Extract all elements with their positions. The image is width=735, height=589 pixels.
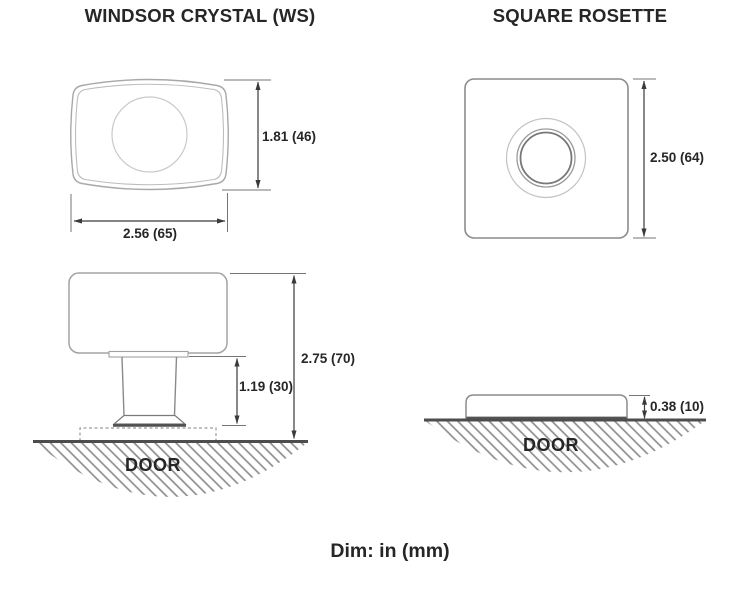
- rosette-front-dimensions: [633, 78, 656, 239]
- dimension-units-note: Dim: in (mm): [330, 540, 450, 562]
- rosette-side-dimensions: [629, 395, 650, 419]
- windsor-front-height-dim: 1.81 (46): [261, 129, 317, 144]
- door-label-left: DOOR: [125, 455, 181, 475]
- door-label-right: DOOR: [523, 435, 579, 455]
- windsor-front-drawing: [70, 78, 229, 191]
- windsor-side-projection-dim: 1.19 (30): [238, 379, 294, 394]
- rosette-side-thickness-dim: 0.38 (10): [649, 399, 705, 414]
- rosette-front-size-dim: 2.50 (64): [649, 150, 705, 165]
- door-section-right: [424, 418, 706, 473]
- rosette-side-drawing: [465, 394, 628, 419]
- rosette-front-drawing: [464, 78, 629, 239]
- windsor-front-dimensions: [70, 79, 271, 232]
- door-section-left: [33, 440, 308, 497]
- windsor-side-dimensions: [189, 273, 306, 440]
- windsor-title: WINDSOR CRYSTAL (WS): [84, 5, 316, 26]
- rosette-title: SQUARE ROSETTE: [492, 5, 668, 26]
- windsor-front-width-dim: 2.56 (65): [122, 226, 178, 241]
- windsor-side-drawing: [68, 272, 228, 441]
- windsor-side-overall-height-dim: 2.75 (70): [300, 351, 356, 366]
